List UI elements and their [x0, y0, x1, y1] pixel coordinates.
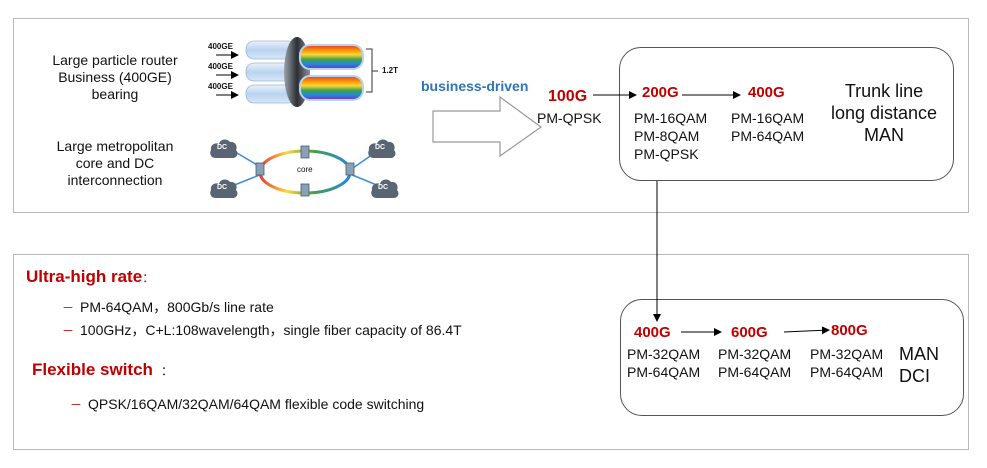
rate-400g-man: 400G — [634, 324, 671, 341]
flexible-switch-heading: Flexible switch： — [32, 360, 173, 379]
dc-label: DC — [217, 184, 228, 191]
flexible-switch-bullet: －QPSK/16QAM/32QAM/64QAM flexible code sw… — [70, 396, 425, 412]
dc-label: DC — [378, 184, 389, 191]
trunk-box — [619, 47, 954, 181]
rate-400g-trunk: 400G — [748, 84, 785, 101]
trunk-scenario-label: Trunk line long distance MAN — [830, 81, 938, 145]
port-label: 400GE — [208, 62, 233, 71]
rate-800g: 800G — [831, 322, 868, 339]
man-box — [620, 299, 964, 416]
router-node — [255, 162, 265, 176]
rate-100g: 100G — [548, 88, 588, 105]
fiber-bundle-graphic — [216, 37, 378, 107]
ring-label: core — [297, 165, 313, 174]
rate-200g: 200G — [642, 84, 679, 101]
modulation-list-800g: PM-32QAM PM-64QAM — [810, 346, 884, 380]
modulation-list-200g: PM-16QAM PM-8QAM PM-QPSK — [634, 110, 708, 162]
ultra-high-rate-bullet: －100GHz，C+L:108wavelength，single fiber c… — [62, 322, 462, 338]
ultra-high-rate-heading: Ultra-high rate： — [26, 267, 155, 286]
modulation-100g: PM-QPSK — [537, 110, 602, 126]
dc-label: DC — [217, 144, 228, 151]
ultra-high-rate-bullet: －PM-64QAM，800Gb/s line rate — [62, 299, 274, 315]
aggregate-brace — [366, 48, 378, 93]
router-node — [300, 145, 310, 159]
router-node — [345, 162, 355, 176]
port-label: 400GE — [208, 42, 233, 51]
router-node — [300, 183, 310, 197]
metro-label: Large metropolitan core and DC interconn… — [56, 138, 174, 188]
business-driven-arrow — [432, 95, 543, 158]
business-driven-label: business-driven — [421, 78, 529, 94]
port-label: 400GE — [208, 82, 233, 91]
modulation-list-400g-man: PM-32QAM PM-64QAM — [627, 346, 701, 380]
arrow-600g-800g — [783, 326, 830, 335]
modulation-list-400g-trunk: PM-16QAM PM-64QAM — [731, 110, 805, 144]
aggregate-label: 1.2T — [382, 66, 399, 75]
modulation-list-600g: PM-32QAM PM-64QAM — [718, 346, 792, 380]
man-scenario-label: MAN DCI — [899, 344, 939, 386]
rainbow-fiber — [299, 44, 364, 70]
rainbow-fiber — [299, 75, 364, 101]
dc-label: DC — [375, 144, 386, 151]
metro-ring-graphic — [210, 139, 399, 198]
rate-600g: 600G — [731, 324, 768, 341]
router-label: Large particle router Business (400GE) b… — [52, 52, 178, 102]
